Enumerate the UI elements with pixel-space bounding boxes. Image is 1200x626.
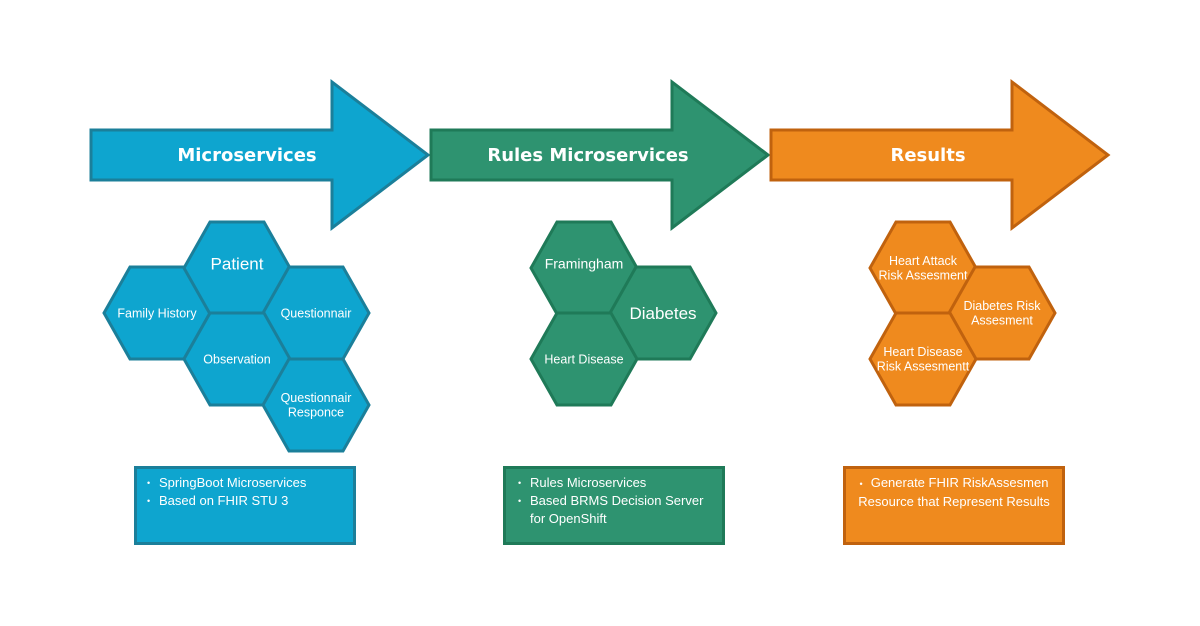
- hex-label: Assesment: [971, 314, 1033, 328]
- hex-label: Diabetes: [629, 304, 696, 323]
- note-item: Rules Microservices: [518, 474, 722, 492]
- microservices-arrow-label: Microservices: [177, 145, 316, 166]
- hex-label: Questionnair: [281, 391, 352, 405]
- hex-label: Observation: [203, 352, 270, 366]
- hex-label: Risk Assesmentt: [877, 360, 970, 374]
- hex-label: Risk Assesment: [879, 269, 968, 283]
- hex-label: Heart Disease: [544, 352, 623, 366]
- rules-arrow: [429, 78, 771, 232]
- microservices-notes-box: SpringBoot Microservices Based on FHIR S…: [134, 466, 356, 545]
- hex-label: Responce: [288, 406, 344, 420]
- hex-label: Heart Disease: [883, 345, 962, 359]
- hexagon-shape: [261, 357, 371, 453]
- rules-notes-box: Rules Microservices Based BRMS Decision …: [503, 466, 725, 545]
- hex-label: Framingham: [545, 255, 624, 271]
- note-item: Based on FHIR STU 3: [147, 492, 353, 510]
- hex-node: Questionnair: [261, 265, 371, 361]
- note-item: SpringBoot Microservices: [147, 474, 353, 492]
- hex-label: Heart Attack: [889, 254, 958, 268]
- note-item: Based BRMS Decision Server for OpenShift: [518, 492, 722, 528]
- results-arrow: [769, 78, 1111, 232]
- note-item: Generate FHIR RiskAssesmen Resource that…: [852, 474, 1056, 511]
- hex-label: Patient: [211, 254, 264, 273]
- hex-label: Family History: [117, 306, 197, 320]
- results-arrow-label: Results: [890, 145, 965, 166]
- hexagon-shape: [868, 311, 978, 407]
- hex-label: Diabetes Risk: [963, 299, 1041, 313]
- hex-label: Questionnair: [281, 306, 352, 320]
- hexagon-shape: [529, 311, 639, 407]
- hex-node: Heart Disease: [529, 311, 639, 407]
- rules-arrow-label: Rules Microservices: [487, 145, 688, 166]
- results-notes-box: Generate FHIR RiskAssesmen Resource that…: [843, 466, 1065, 545]
- microservices-arrow: [89, 78, 431, 232]
